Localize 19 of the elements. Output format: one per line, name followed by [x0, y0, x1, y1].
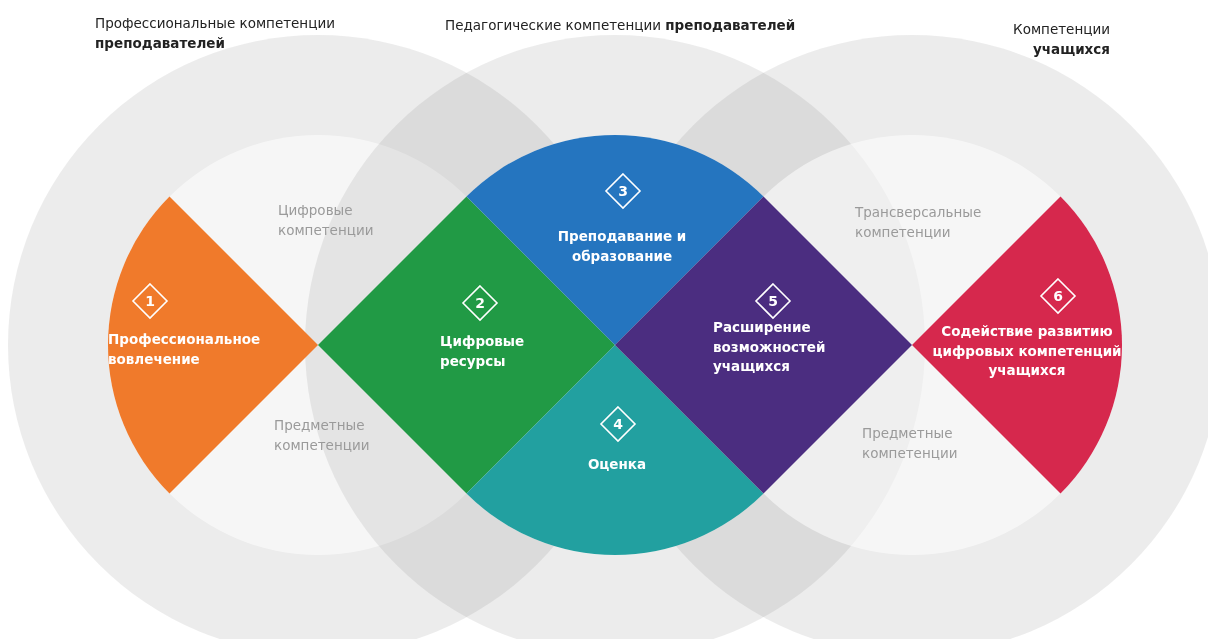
competence-label: Предметные компетенции [274, 416, 371, 455]
competence-label: Цифровые компетенции [278, 201, 375, 240]
competence-label: Предметные компетенции [862, 424, 959, 463]
area-number: 2 [474, 294, 486, 312]
area-number: 1 [144, 292, 156, 310]
area-title: Оценка [586, 455, 648, 474]
circle-heading: Педагогические компетенции преподавателей [445, 16, 797, 35]
area-number: 6 [1052, 287, 1064, 305]
area-title: Преподавание и образование [556, 227, 688, 266]
competence-label: Трансверсальные компетенции [855, 203, 983, 242]
circle-heading: Профессиональные компетенции преподавателей [95, 14, 336, 53]
area-title: Содействие развитию цифровых компетенций учащихся [932, 322, 1122, 381]
area-number: 4 [612, 415, 624, 433]
circle-heading: Компетенции учащихся [1012, 20, 1110, 59]
area-number: 3 [617, 182, 629, 200]
area-number: 5 [767, 292, 779, 310]
area-title: Цифровые ресурсы [440, 332, 526, 371]
area-title: Профессиональное вовлечение [108, 330, 262, 369]
area-title: Расширение возможностей учащихся [713, 318, 827, 377]
